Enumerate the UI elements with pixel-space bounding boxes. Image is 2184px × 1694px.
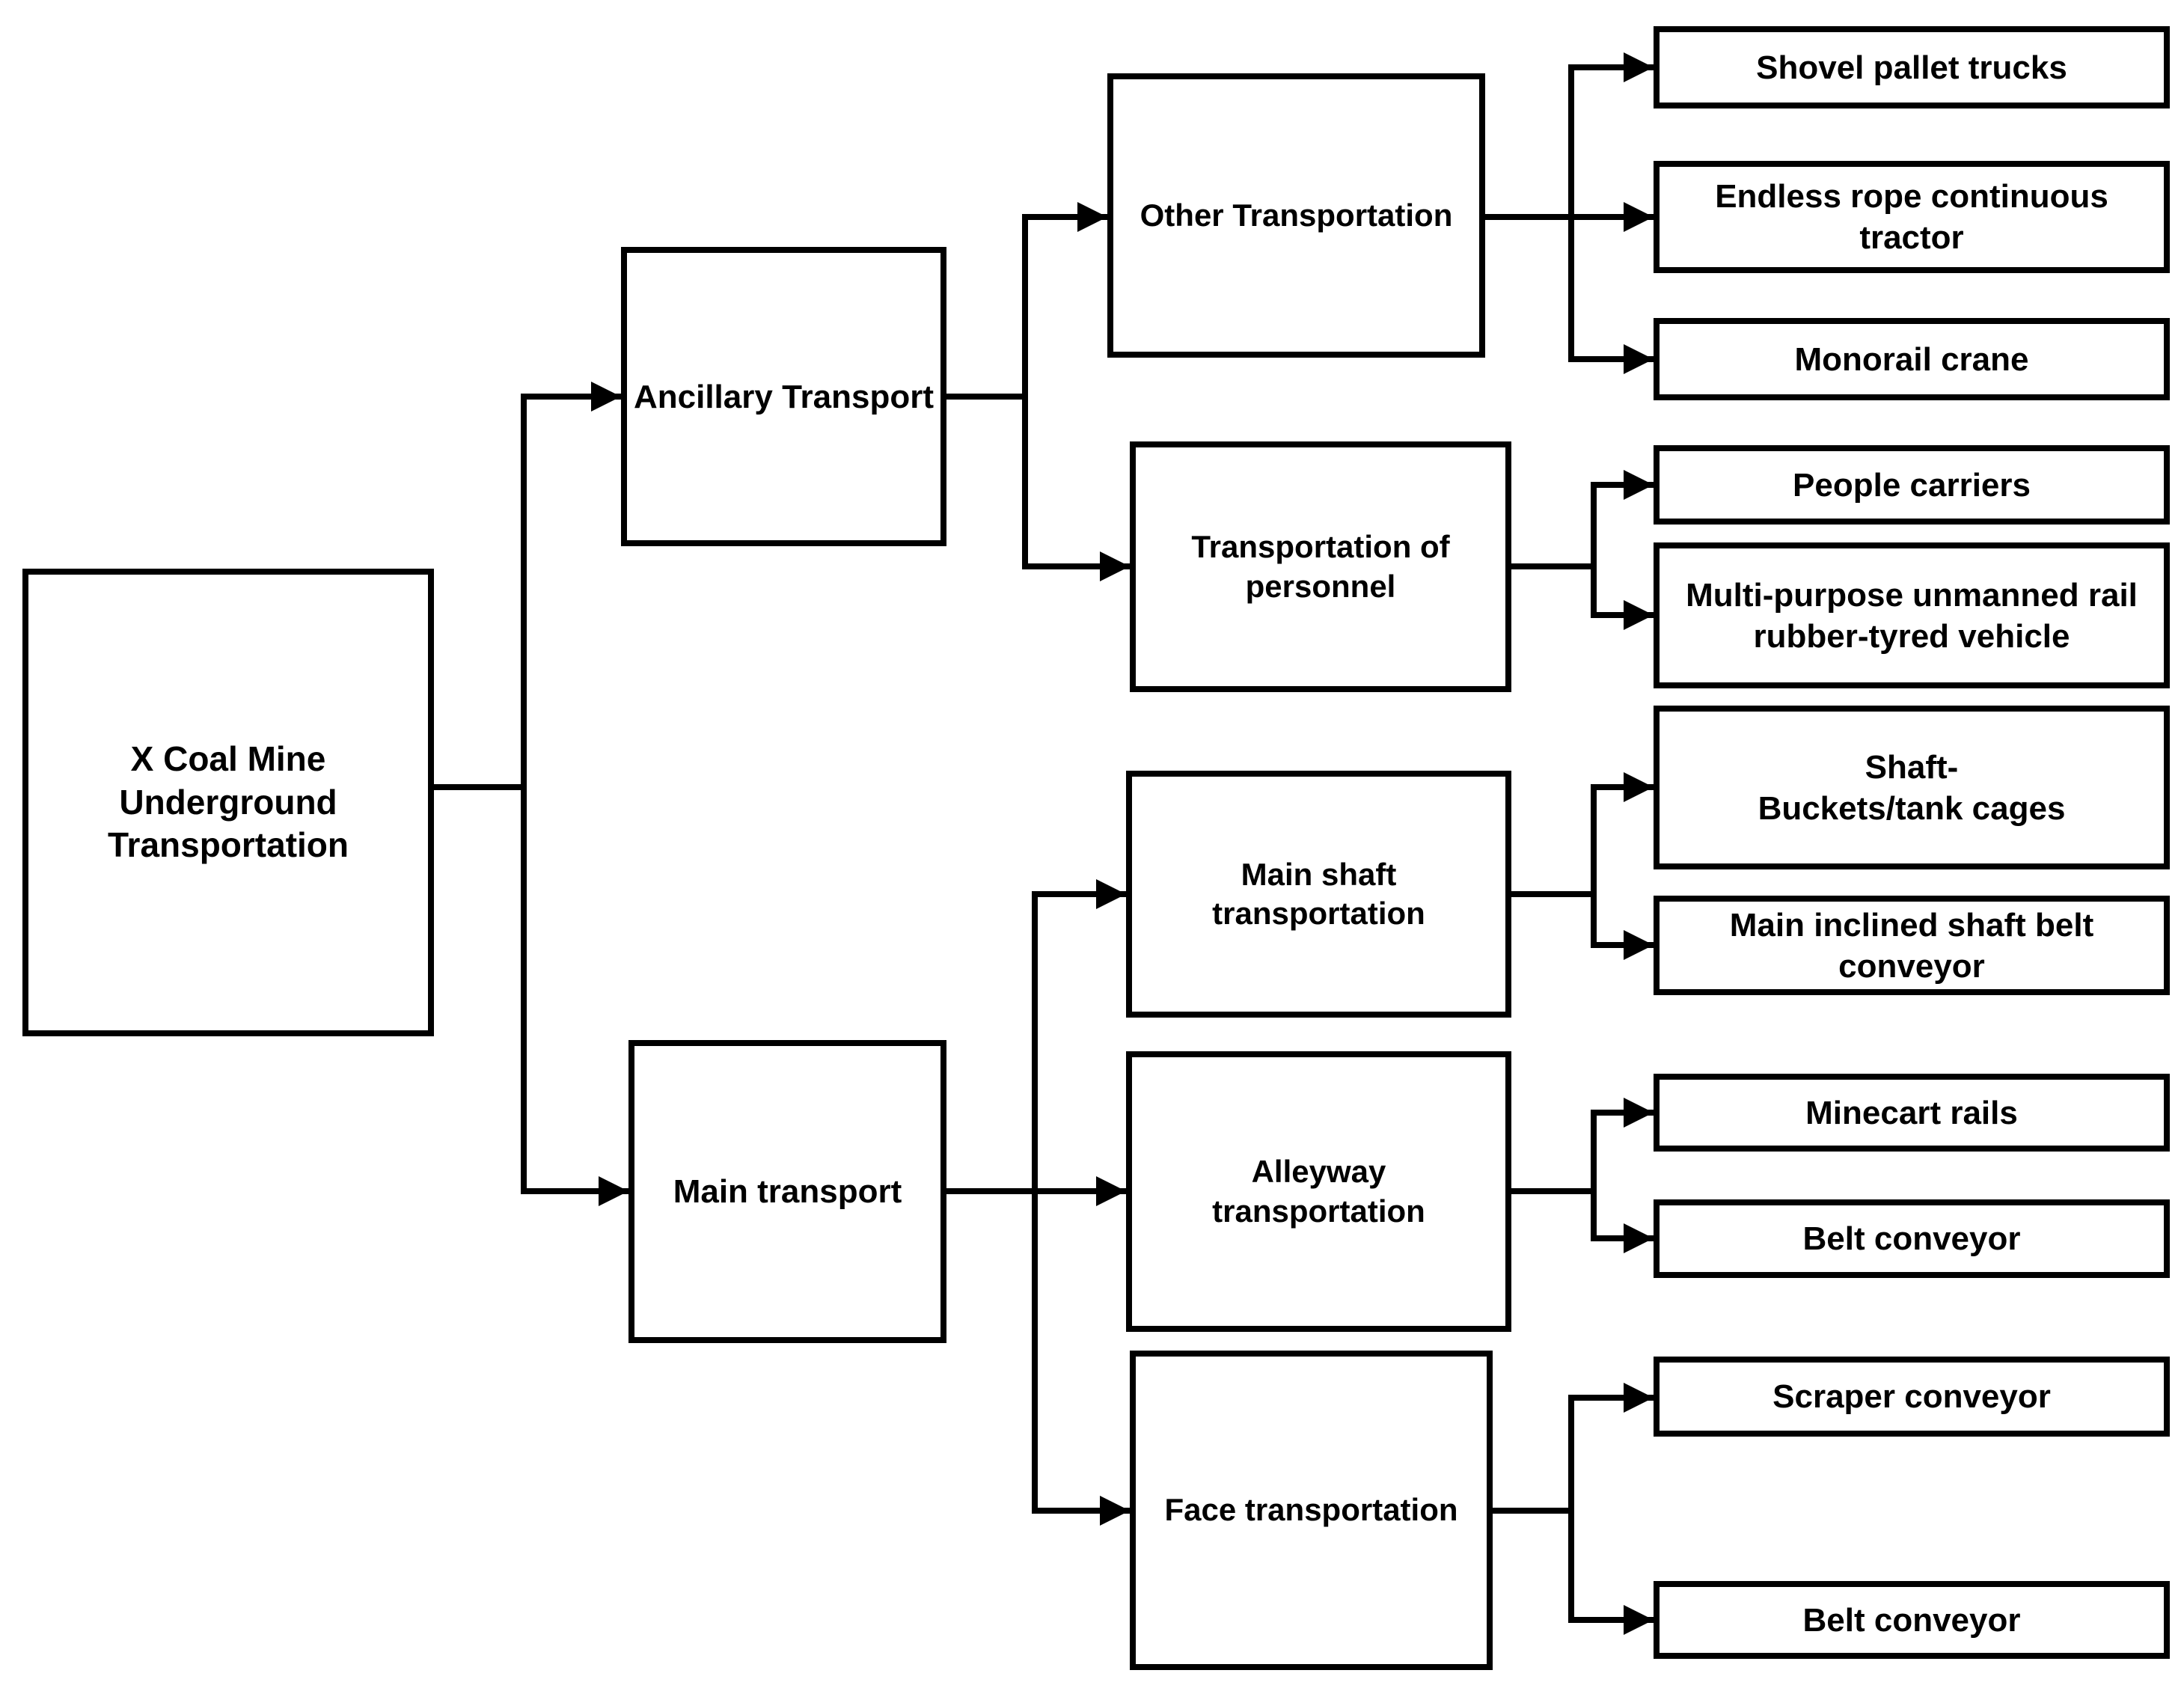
node-endless-rope-continuous-tractor: Endless rope continuous tractor — [1654, 161, 2170, 273]
edge-main-shaft-trunk — [1511, 787, 1597, 945]
edge-face-trunk — [1493, 1398, 1574, 1620]
node-scraper-conveyor: Scraper conveyor — [1654, 1357, 2170, 1437]
node-monorail-crane: Monorail crane — [1654, 318, 2170, 400]
node-ancillary-transport: Ancillary Transport — [621, 247, 946, 546]
node-belt-conveyor-alleyway: Belt conveyor — [1654, 1199, 2170, 1278]
node-face-transportation: Face transportation — [1130, 1351, 1493, 1670]
node-minecart-rails: Minecart rails — [1654, 1074, 2170, 1152]
edge-ancillary-trunk — [946, 217, 1028, 566]
node-shaft-buckets-tank-cages: Shaft- Buckets/tank cages — [1654, 706, 2170, 869]
node-main-inclined-shaft-belt-conveyor: Main inclined shaft belt conveyor — [1654, 896, 2170, 995]
edge-other-trunk — [1485, 67, 1574, 359]
node-main-shaft-transportation: Main shaft transportation — [1126, 771, 1511, 1018]
node-multi-purpose-unmanned-rail-rubber-tyred-vehicle: Multi-purpose unmanned rail rubber-tyred… — [1654, 542, 2170, 688]
node-people-carriers: People carriers — [1654, 445, 2170, 525]
edge-personnel-trunk — [1511, 485, 1597, 615]
node-belt-conveyor-face: Belt conveyor — [1654, 1581, 2170, 1659]
node-other-transportation: Other Transportation — [1107, 73, 1485, 358]
node-transportation-of-personnel: Transportation of personnel — [1130, 441, 1511, 692]
node-root: X Coal Mine Underground Transportation — [22, 569, 434, 1036]
edge-root-trunk — [434, 397, 527, 1191]
node-alleyway-transportation: Alleyway transportation — [1126, 1051, 1511, 1332]
edge-main-transport-trunk — [946, 894, 1038, 1511]
node-shovel-pallet-trucks: Shovel pallet trucks — [1654, 26, 2170, 108]
node-main-transport: Main transport — [628, 1040, 946, 1343]
edge-alleyway-trunk — [1511, 1113, 1597, 1238]
